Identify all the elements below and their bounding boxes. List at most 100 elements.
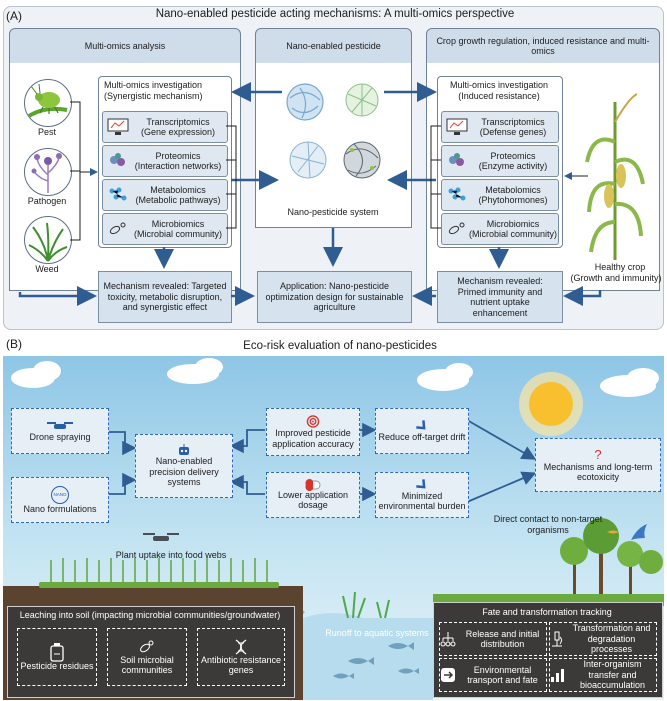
- panel-b-scene: Drone spraying NANO Nano formulations Na…: [3, 356, 664, 700]
- arrow-down-icon: [416, 419, 426, 430]
- pill-icon: [305, 478, 321, 491]
- target-icon: [306, 415, 320, 428]
- healthy-crop-label: Healthy crop: [594, 262, 646, 272]
- fate-panel: [433, 602, 663, 698]
- drone-icon: [47, 421, 73, 429]
- application-text: Application: Nano-pesticide optimization…: [265, 281, 404, 313]
- corn-plant-icon: [585, 93, 645, 260]
- dna-icon: [235, 638, 247, 655]
- right-mechanism-text: Mechanism revealed: Primed immunity and …: [457, 276, 543, 318]
- connector-left-omics: [226, 125, 237, 229]
- drone-spraying-box: Drone spraying: [11, 408, 109, 454]
- right-metabolomics: Metabolomics(Phytohormones): [441, 179, 559, 211]
- pest-circle: [24, 79, 72, 127]
- left-metabolomics-detail: (Metabolic pathways): [135, 195, 221, 205]
- fate-title: Fate and transformation tracking: [482, 607, 612, 617]
- pathogen-icon: [31, 153, 62, 193]
- right-invest-title: Multi-omics investigation (Induced resis…: [449, 80, 549, 101]
- drone-spraying-label: Drone spraying: [29, 431, 91, 442]
- pathogen-label: Pathogen: [27, 196, 67, 206]
- accuracy-box: Improved pesticide application accuracy: [266, 408, 360, 456]
- panel-a-arrows: [18, 82, 602, 306]
- right-metabolomics-detail: (Phytohormones): [478, 195, 548, 205]
- bar-chart-icon: [551, 669, 564, 682]
- left-proteomics-name: Proteomics: [155, 150, 201, 161]
- left-invest-title: Multi-omics investigation (Synergistic m…: [104, 80, 203, 101]
- soil-panel: [7, 606, 295, 698]
- left-mechanism-text: Mechanism revealed: Targeted toxicity, m…: [103, 281, 227, 313]
- left-microbiomics-detail: (Microbial community): [133, 229, 222, 239]
- microbe-icon: [448, 222, 465, 235]
- nanoparticle-green-1: [345, 83, 379, 117]
- water-area: [303, 613, 433, 700]
- crop-row-icon: [50, 558, 268, 584]
- field-grass: [39, 582, 279, 588]
- metabolite-icon: [448, 187, 466, 201]
- arrow-to-left-mech: [18, 286, 97, 306]
- fate-item-bioaccumulation: Inter-organism transfer and bioaccumulat…: [549, 658, 657, 692]
- right-header: Crop growth regulation, induced resistan…: [426, 28, 660, 64]
- right-proteomics-detail: (Enzyme activity): [478, 161, 548, 171]
- right-proteomics-name: Proteomics: [490, 150, 536, 161]
- right-metabolomics-name: Metabolomics: [485, 184, 541, 195]
- mechanisms-label: Mechanisms and long-term ecotoxicity: [543, 461, 653, 483]
- bottle-icon: [50, 642, 64, 662]
- soil-item-residues: Pesticide residues: [17, 628, 97, 686]
- microscope-icon: [552, 631, 562, 647]
- fish-icon: [333, 642, 419, 679]
- arrow-nano-to-precision: [109, 472, 137, 495]
- soil-item-genes: Antibiotic resistance genes: [197, 628, 285, 686]
- center-column: [255, 63, 412, 228]
- microbe-icon: [140, 640, 154, 652]
- mechanisms-box: ? Mechanisms and long-term ecotoxicity: [535, 438, 661, 492]
- protein-icon: [449, 153, 464, 166]
- transport-icon: [441, 668, 455, 682]
- runoff-label: Runoff to aquatic systems: [325, 628, 429, 638]
- soil-item-microbial: Soil microbial communities: [107, 628, 187, 686]
- fate-item-bioaccumulation-label: Inter-organism transfer and bioaccumulat…: [579, 659, 646, 691]
- precision-delivery-box: Nano-enabled precision delivery systems: [135, 434, 233, 498]
- aquatic-plant-icon: [342, 591, 390, 619]
- direct-contact-label: Direct contact to non-target organisms: [493, 514, 603, 535]
- arrow-dosage-to-precision: [229, 474, 265, 495]
- protein-icon: [110, 153, 125, 166]
- soil-item-genes-label: Antibiotic resistance genes: [200, 654, 282, 676]
- left-proteomics: Proteomics(Interaction networks): [102, 145, 228, 177]
- fate-item-transformation-label: Transformation and degradation processes: [572, 623, 651, 655]
- right-transcriptomics: Transcriptomics(Defense genes): [441, 111, 559, 143]
- right-microbiomics: Microbiomics(Microbial community): [441, 213, 559, 245]
- accuracy-label: Improved pesticide application accuracy: [272, 428, 354, 449]
- nano-system-label: Nano-pesticide system: [287, 207, 379, 217]
- fate-item-transformation: Transformation and degradation processes: [549, 622, 657, 656]
- pest-label: Pest: [37, 127, 56, 137]
- right-microbiomics-name: Microbiomics: [486, 218, 540, 229]
- question-mark: ?: [594, 446, 602, 462]
- nano-formulations-box: NANO Nano formulations: [11, 477, 109, 523]
- distribution-icon: [440, 632, 456, 647]
- left-transcriptomics-detail: (Gene expression): [140, 127, 216, 137]
- left-microbiomics: Microbiomics(Microbial community): [102, 213, 228, 245]
- drift-label: Reduce off-target drift: [378, 431, 466, 442]
- connector-pest: [70, 101, 96, 241]
- arrow-accuracy-to-precision: [229, 429, 265, 454]
- arrow-drone-to-precision: [109, 431, 137, 456]
- connector-right-omics: [430, 125, 441, 229]
- fate-item-transport-label: Environmental transport and fate: [467, 664, 538, 686]
- left-proteomics-detail: (Interaction networks): [134, 161, 222, 171]
- nano-badge-icon: NANO: [51, 485, 69, 504]
- fate-item-release: Release and initial distribution: [439, 622, 547, 656]
- weed-icon: [28, 222, 68, 262]
- nano-formulations-label: Nano formulations: [23, 503, 97, 514]
- dosage-label: Lower application dosage: [277, 489, 349, 511]
- scene-decor: [11, 358, 664, 700]
- nanoparticle-gray-1: [343, 141, 381, 179]
- microbe-icon: [109, 222, 126, 235]
- left-metabolomics: Metabolomics(Metabolic pathways): [102, 179, 228, 211]
- panel-a: (A) Nano-enabled pesticide acting mechan…: [0, 0, 667, 332]
- robot-icon: [179, 444, 189, 456]
- panel-b-title: Eco-risk evaluation of nano-pesticides: [243, 340, 437, 352]
- drift-box: Reduce off-target drift: [375, 408, 469, 454]
- arrow-to-right-mech: [563, 286, 602, 306]
- burden-label: Minimized environmental burden: [378, 490, 466, 512]
- nanoparticle-blue-2: [289, 141, 327, 179]
